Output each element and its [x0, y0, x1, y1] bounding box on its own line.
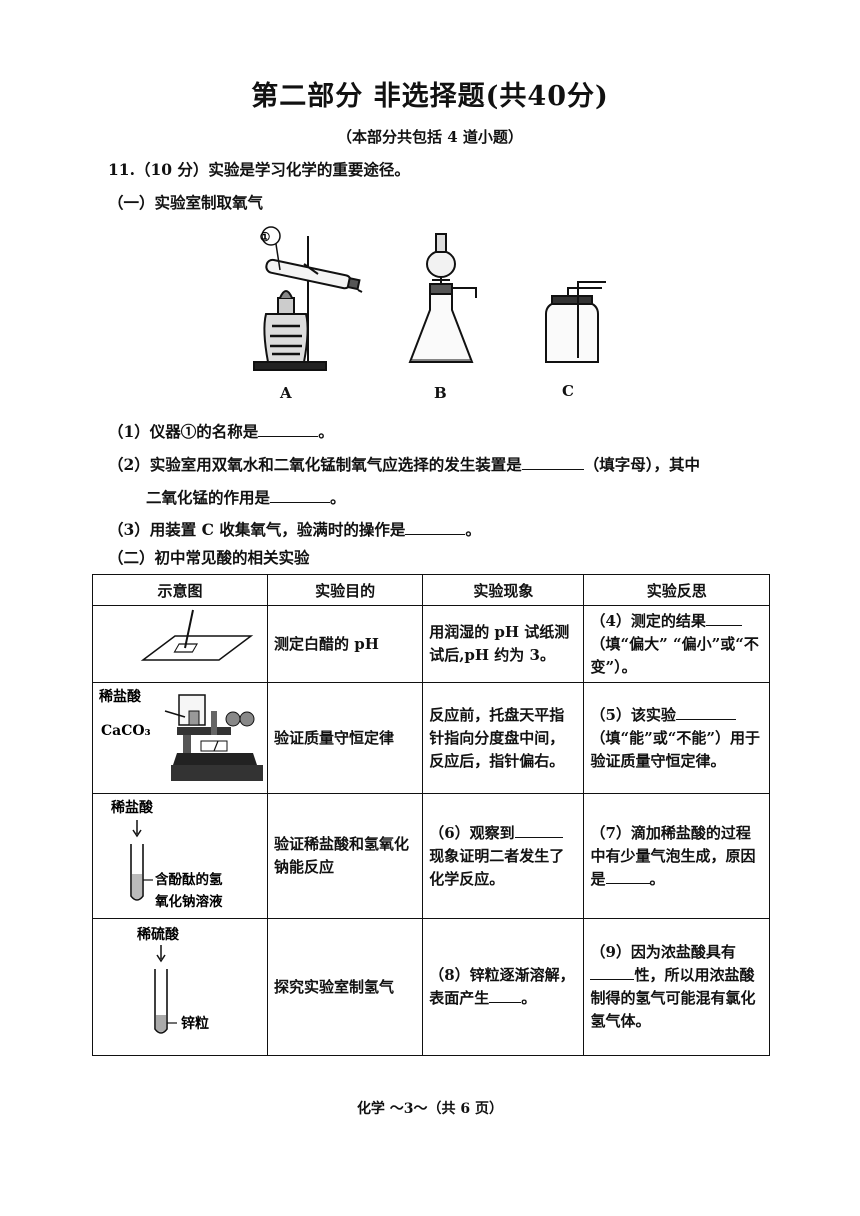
apparatus-a-label: A [280, 384, 292, 402]
answer-blank-7[interactable] [605, 869, 650, 884]
caco3-label: CaCO₃ [101, 723, 151, 739]
row-3-purpose-text: 验证稀盐酸和氢氧化钠能反应 [274, 835, 410, 876]
dilute-h2so4-label: 稀硫酸 [137, 926, 180, 943]
table-row: 测定白醋的 pH 用润湿的 pH 试纸测试后,pH 约为 3。 （4）测定的结果… [92, 605, 770, 683]
row-4-reflection: （9）因为浓盐酸具有性，所以用浓盐酸制得的氢气可能混有氯化氢气体。 [583, 918, 770, 1056]
acid-experiment-table: 示意图 实验目的 实验现象 实验反思 测定白醋的 pH 用润湿的 pH 试纸测试… [92, 574, 770, 1056]
dilute-hcl-label: 稀盐酸 [99, 688, 142, 705]
row-2-reflection-text: （5）该实验 [590, 705, 676, 724]
answer-blank-9[interactable] [590, 965, 635, 980]
answer-blank-3[interactable] [405, 520, 466, 535]
apparatus-a-drawing [253, 226, 363, 371]
row-2-purpose: 验证质量守恒定律 [266, 682, 424, 794]
row-2-purpose-text: 验证质量守恒定律 [274, 728, 395, 747]
balance-drawing: 稀盐酸 CaCO₃ [99, 688, 263, 781]
table-row: 稀盐酸 含酚酞的氢 氧化钠溶液 验证稀盐酸和氢氧化钠能反应 （6）观察到现象证明… [92, 793, 770, 919]
question-2-middle: （填字母），其中 [583, 455, 701, 474]
neutralization-diagram: 稀盐酸 含酚酞的氢 氧化钠溶液 [92, 793, 268, 919]
apparatus-b-drawing [408, 233, 477, 363]
question-2-line-2-end: 。 [330, 488, 346, 507]
dilute-hcl-label-2: 稀盐酸 [111, 799, 154, 816]
question-3-end: 。 [465, 520, 481, 539]
row-4-purpose-text: 探究实验室制氢气 [274, 977, 395, 996]
row-3-reflection: （7）滴加稀盐酸的过程中有少量气泡生成，原因是。 [583, 793, 770, 919]
row-4-phenomenon-end: 。 [521, 989, 537, 1007]
row-1-purpose-text: 测定白醋的 pH [274, 634, 379, 653]
oxygen-apparatus-figure: ① [253, 226, 606, 371]
instrument-1-mark: ① [260, 230, 271, 244]
row-4-purpose: 探究实验室制氢气 [266, 918, 424, 1056]
row-4-reflection-text: （9）因为浓盐酸具有 [590, 943, 736, 961]
row-2-phenomenon-text: 反应前，托盘天平指针指向分度盘中间，反应后，指针偏右。 [429, 705, 565, 770]
header-phenomenon: 实验现象 [422, 574, 585, 606]
section-subtitle: （本部分共包括 4 道小题） [337, 128, 523, 146]
row-1-purpose: 测定白醋的 pH [266, 605, 424, 683]
page-footer: 化学 ～3～（共 6 页） [356, 1101, 504, 1117]
answer-blank-4[interactable] [705, 611, 742, 626]
question-3: （3）用装置 C 收集氧气，验满时的操作是 。 [108, 518, 481, 540]
question-1-end: 。 [318, 422, 334, 441]
header-reflection: 实验反思 [583, 574, 770, 606]
question-2: （2）实验室用双氧水和二氧化锰制氧气应选择的发生装置是 （填字母），其中 [108, 453, 700, 475]
question-1: （1）仪器①的名称是 。 [108, 420, 334, 442]
row-3-purpose: 验证稀盐酸和氢氧化钠能反应 [266, 793, 424, 919]
part-2-title: （二）初中常见酸的相关实验 [108, 548, 310, 567]
row-2-reflection: （5）该实验 （填“能”或“不能”）用于验证质量守恒定律。 [583, 682, 770, 794]
apparatus-b-label: B [434, 384, 447, 402]
header-diagram: 示意图 [92, 574, 268, 606]
row-3-phenomenon-text: （6）观察到 [429, 823, 515, 842]
row-2-phenomenon: 反应前，托盘天平指针指向分度盘中间，反应后，指针偏右。 [422, 682, 585, 794]
table-header-row: 示意图 实验目的 实验现象 实验反思 [92, 574, 770, 606]
table-row: 稀盐酸 CaCO₃ 验证质量守恒定律 反应前，托盘天平指针指向分度盘中间，反应后… [92, 682, 770, 794]
neutralization-drawing: 稀盐酸 含酚酞的氢 氧化钠溶液 [111, 799, 223, 910]
question-11-stem: 11.（10 分）实验是学习化学的重要途径。 [108, 160, 410, 179]
row-4-reflection-end: 性，所以用浓盐酸制得的氢气可能混有氯化氢气体。 [590, 966, 756, 1030]
naoh-label-line-1: 含酚酞的氢 [155, 871, 223, 888]
row-4-phenomenon-text: （8）锌粒逐渐溶解，表面产生 [429, 966, 575, 1007]
section-title: 第二部分 非选择题(共40分) [251, 81, 609, 112]
apparatus-c-drawing [545, 281, 606, 363]
answer-blank-2a[interactable] [521, 455, 584, 470]
question-3-text: （3）用装置 C 收集氧气，验满时的操作是 [108, 520, 406, 539]
hydrogen-drawing: 稀硫酸 锌粒 [137, 926, 209, 1034]
row-1-reflection: （4）测定的结果 （填“偏大” “偏小”或“不变”）。 [583, 605, 770, 683]
row-1-phenomenon-text: 用润湿的 pH 试纸测试后,pH 约为 3。 [429, 623, 570, 664]
question-2-line-2-text: 二氧化锰的作用是 [146, 488, 271, 507]
row-3-phenomenon: （6）观察到现象证明二者发生了化学反应。 [422, 793, 585, 919]
part-1-title: （一）实验室制取氧气 [108, 193, 264, 212]
header-purpose: 实验目的 [266, 574, 424, 606]
row-1-reflection-end: （填“偏大” “偏小”或“不变”）。 [590, 634, 759, 676]
row-3-phenomenon-end: 现象证明二者发生了化学反应。 [429, 846, 565, 888]
answer-blank-5[interactable] [675, 705, 736, 720]
naoh-label-line-2: 氧化钠溶液 [154, 893, 223, 910]
question-2-text: （2）实验室用双氧水和二氧化锰制氧气应选择的发生装置是 [108, 455, 522, 474]
question-1-text: （1）仪器①的名称是 [108, 422, 259, 441]
balance-diagram: 稀盐酸 CaCO₃ [92, 682, 268, 794]
row-4-phenomenon: （8）锌粒逐渐溶解，表面产生。 [422, 918, 585, 1056]
row-1-reflection-text: （4）测定的结果 [590, 611, 706, 630]
answer-blank-6[interactable] [514, 823, 563, 838]
answer-blank-8[interactable] [489, 988, 522, 1003]
row-3-reflection-end: 。 [649, 869, 665, 888]
answer-blank-1[interactable] [258, 422, 319, 437]
ph-paper-diagram [92, 605, 268, 683]
zinc-granule-label: 锌粒 [181, 1015, 209, 1032]
row-3-reflection-text: （7）滴加稀盐酸的过程中有少量气泡生成，原因是 [590, 823, 756, 888]
table-row: 稀硫酸 锌粒 探究实验室制氢气 （8）锌粒逐渐溶解，表面产生。 （9）因为浓盐酸… [92, 918, 770, 1056]
answer-blank-2b[interactable] [270, 488, 331, 503]
ph-paper-drawing [140, 609, 254, 661]
hydrogen-diagram: 稀硫酸 锌粒 [92, 918, 268, 1056]
apparatus-c-label: C [562, 382, 574, 400]
row-2-reflection-end: （填“能”或“不能”）用于验证质量守恒定律。 [590, 728, 760, 770]
row-1-phenomenon: 用润湿的 pH 试纸测试后,pH 约为 3。 [422, 605, 585, 683]
question-2-line-2: 二氧化锰的作用是 。 [146, 486, 346, 508]
